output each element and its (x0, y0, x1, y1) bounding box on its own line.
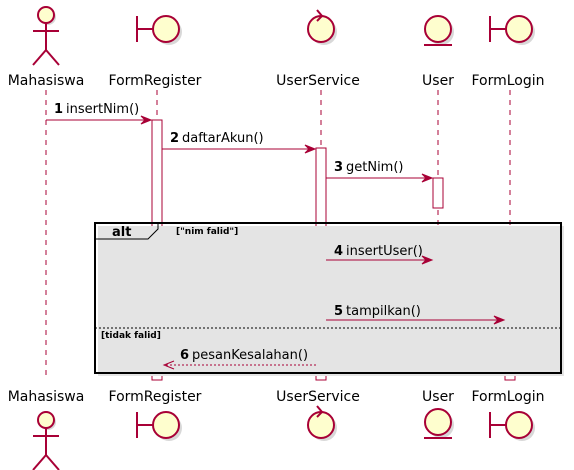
participant-mahasiswa-bottom: Mahasiswa (8, 389, 85, 405)
alt-guard-2: [tidak falid] (101, 331, 161, 341)
participant-formregister-top: FormRegister (109, 73, 202, 89)
control-icon (307, 9, 337, 45)
message-1-label: insertNim() (66, 102, 139, 117)
participant-user-top: User (422, 73, 454, 89)
participant-formlogin-top: FormLogin (471, 73, 544, 89)
message-3-number: 3 (334, 160, 343, 175)
participant-formlogin-bottom: FormLogin (471, 389, 544, 405)
message-4-number: 4 (334, 244, 343, 259)
message-2-number: 2 (170, 131, 179, 146)
entity-icon (424, 408, 454, 439)
boundary-icon (489, 15, 535, 45)
message-6-number: 6 (180, 348, 189, 363)
message-3-label: getNim() (346, 160, 404, 175)
participant-formregister-bottom: FormRegister (109, 389, 202, 405)
message-1: 1 insertNim() (46, 102, 153, 125)
participant-userservice-top: UserService (276, 73, 360, 89)
boundary-icon (136, 15, 182, 45)
participant-mahasiswa-top: Mahasiswa (8, 73, 85, 89)
message-5-label: tampilkan() (346, 304, 421, 319)
control-icon (307, 405, 337, 441)
boundary-icon (489, 411, 535, 441)
message-2: 2 daftarAkun() (162, 131, 317, 154)
actor-icon (32, 6, 60, 66)
participant-user-bottom: User (422, 389, 454, 405)
message-4-label: insertUser() (346, 244, 423, 259)
alt-keyword: alt (112, 225, 131, 240)
message-5: 5 tampilkan() (326, 304, 506, 325)
participant-userservice-bottom: UserService (276, 389, 360, 405)
message-6-label: pesanKesalahan() (192, 348, 308, 363)
message-6: 6 pesanKesalahan() (162, 348, 316, 370)
message-5-number: 5 (334, 304, 343, 319)
actor-icon (32, 411, 60, 470)
boundary-icon (136, 411, 182, 441)
entity-icon (424, 15, 454, 46)
message-3: 3 getNim() (326, 160, 434, 183)
message-2-label: daftarAkun() (182, 131, 264, 146)
message-1-number: 1 (54, 102, 63, 117)
alt-guard-1: ["nim falid"] (176, 227, 238, 237)
alt-frame: alt ["nim falid"] [tidak falid] (94, 222, 564, 376)
activation-user-1 (432, 177, 444, 209)
message-4: 4 insertUser() (326, 244, 434, 265)
